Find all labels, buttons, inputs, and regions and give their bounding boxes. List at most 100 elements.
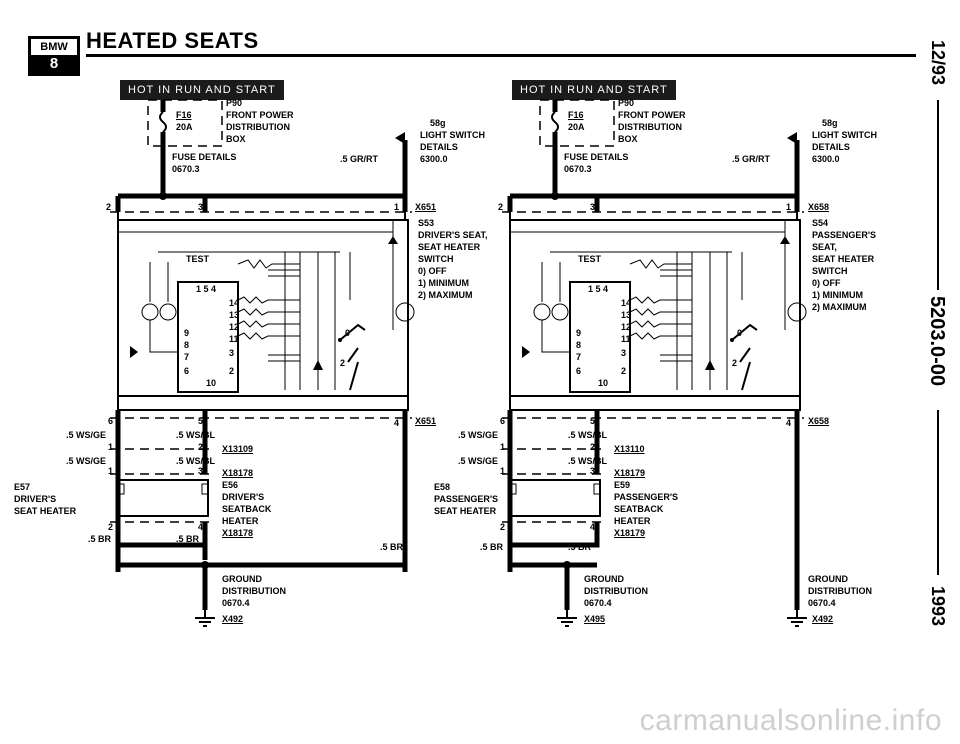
ground-splice bbox=[201, 561, 209, 569]
right-pin-4-bot: 4 bbox=[590, 522, 596, 532]
left-switch-2: DRIVER'S SEAT, bbox=[418, 230, 488, 240]
left-pin-6: 6 bbox=[108, 416, 114, 426]
left-ground-3: 0670.4 bbox=[222, 598, 250, 608]
control-module bbox=[569, 281, 631, 393]
fuse-symbol bbox=[159, 111, 167, 133]
left-switch-4: SWITCH bbox=[418, 254, 454, 264]
resistor-test bbox=[629, 259, 692, 269]
left-pin-3: 3 bbox=[229, 348, 235, 358]
heater-bracket-left bbox=[510, 483, 517, 495]
fuse-box-outline bbox=[147, 99, 223, 147]
selector-contact-top bbox=[339, 323, 366, 341]
right-wire-ws-ge-2: .5 WS/GE bbox=[458, 456, 499, 466]
power-bus bbox=[510, 193, 800, 212]
switch-body bbox=[117, 219, 409, 411]
heater-bracket-right bbox=[201, 483, 208, 495]
left-fuse-rating: 20A bbox=[176, 122, 193, 132]
lamp-left-return bbox=[149, 320, 178, 353]
lamp-right bbox=[787, 302, 807, 322]
right-conn-top: X658 bbox=[808, 202, 830, 212]
lamp-left-return bbox=[541, 320, 570, 353]
right-schematic bbox=[502, 99, 807, 627]
led-arrow-right bbox=[388, 236, 398, 244]
logo-series: 8 bbox=[31, 55, 77, 73]
right-heater-1: PASSENGER'S bbox=[434, 494, 498, 504]
left-pin-3-top: 3 bbox=[198, 202, 204, 212]
right-banner: HOT IN RUN AND START bbox=[512, 80, 676, 100]
right-pin-2: 2 bbox=[621, 366, 627, 376]
left-fuse-box-3: BOX bbox=[226, 134, 246, 144]
right-fuse-ref: P90 bbox=[618, 98, 635, 108]
right-switch-4: SEAT HEATER bbox=[812, 254, 875, 264]
right-wire-br-2: .5 BR bbox=[568, 542, 592, 552]
right-fuse-details-2: 0670.3 bbox=[564, 164, 592, 174]
left-pin-4: 4 bbox=[394, 418, 400, 428]
left-conn-x18178a: X18178 bbox=[222, 468, 254, 478]
left-switch-1: S53 bbox=[418, 218, 435, 228]
resistor-12 bbox=[629, 320, 692, 328]
right-light-2: LIGHT SWITCH bbox=[812, 130, 877, 140]
right-ground-a-3: 0670.4 bbox=[584, 598, 612, 608]
left-pin-1-mid: 1 bbox=[108, 442, 114, 452]
left-pin-14: 14 bbox=[229, 298, 240, 308]
fuse-symbol bbox=[551, 111, 559, 133]
left-wire-br-1: .5 BR bbox=[88, 534, 112, 544]
lamp-left-b bbox=[159, 303, 177, 321]
heater-bracket-left bbox=[118, 483, 125, 495]
right-wire-top: .5 GR/RT bbox=[732, 154, 771, 164]
fuse-box-outline bbox=[539, 99, 615, 147]
right-conn-x18179b: X18179 bbox=[614, 528, 646, 538]
left-pin-8: 8 bbox=[184, 340, 190, 350]
right-light-1: 58g bbox=[822, 118, 838, 128]
right-pin-11: 11 bbox=[621, 334, 631, 344]
right-pin-12: 12 bbox=[621, 322, 632, 332]
left-heater-1: DRIVER'S bbox=[14, 494, 57, 504]
right-fuse-details-1: FUSE DETAILS bbox=[564, 152, 629, 162]
led-arrow-right bbox=[780, 236, 790, 244]
left-wire-ws-bl-2: .5 WS/BL bbox=[176, 456, 216, 466]
left-light-1: 58g bbox=[430, 118, 446, 128]
right-test: TEST bbox=[578, 254, 602, 264]
right-wire-ws-ge-1: .5 WS/GE bbox=[458, 430, 499, 440]
left-conn-x13109: X13109 bbox=[222, 444, 254, 454]
left-switch-6: 1) MINIMUM bbox=[418, 278, 469, 288]
right-switch-7: 1) MINIMUM bbox=[812, 290, 863, 300]
left-pins-top: 1 5 4 bbox=[196, 284, 217, 294]
right-pin-10: 10 bbox=[598, 378, 609, 388]
right-pin-4: 4 bbox=[786, 418, 792, 428]
right-fuse-rating: 20A bbox=[568, 122, 585, 132]
ground-symbol-b bbox=[787, 617, 807, 627]
selector-pole bbox=[338, 338, 342, 342]
left-pin-5: 5 bbox=[198, 416, 204, 426]
right-switch-2: PASSENGER'S bbox=[812, 230, 876, 240]
right-conn-bottom: X658 bbox=[808, 416, 830, 426]
right-wire-ws-bl-2: .5 WS/BL bbox=[568, 456, 608, 466]
diode-left bbox=[522, 346, 530, 358]
selector-contact-bottom bbox=[741, 361, 751, 391]
left-light-2: LIGHT SWITCH bbox=[420, 130, 485, 140]
lamp-right bbox=[395, 302, 415, 322]
right-fuse-id: F16 bbox=[568, 110, 584, 120]
left-pin-12: 12 bbox=[229, 322, 240, 332]
right-switch-8: 2) MAXIMUM bbox=[812, 302, 867, 312]
header-rule bbox=[86, 54, 916, 57]
right-pin-1-low: 1 bbox=[500, 466, 506, 476]
right-wire-br-1: .5 BR bbox=[480, 542, 504, 552]
lamp-left-b bbox=[551, 303, 569, 321]
left-pin-10: 10 bbox=[206, 378, 217, 388]
left-conn-x18178b: X18178 bbox=[222, 528, 254, 538]
watermark-text: carmanualsonline.info bbox=[639, 704, 942, 737]
right-pin-6-mod: 6 bbox=[576, 366, 582, 376]
left-pin-7: 7 bbox=[184, 352, 190, 362]
right-ground-b-3: 0670.4 bbox=[808, 598, 836, 608]
left-switch-3: SEAT HEATER bbox=[418, 242, 481, 252]
right-ground-conn-a: X495 bbox=[584, 614, 606, 624]
right-pin-3-low: 3 bbox=[590, 466, 596, 476]
left-ground-1: GROUND bbox=[222, 574, 262, 584]
left-schematic bbox=[110, 99, 415, 627]
right-fuse-box-1: FRONT POWER bbox=[618, 110, 686, 120]
left-wire-ws-ge-1: .5 WS/GE bbox=[66, 430, 107, 440]
left-wire-br-2: .5 BR bbox=[176, 534, 200, 544]
